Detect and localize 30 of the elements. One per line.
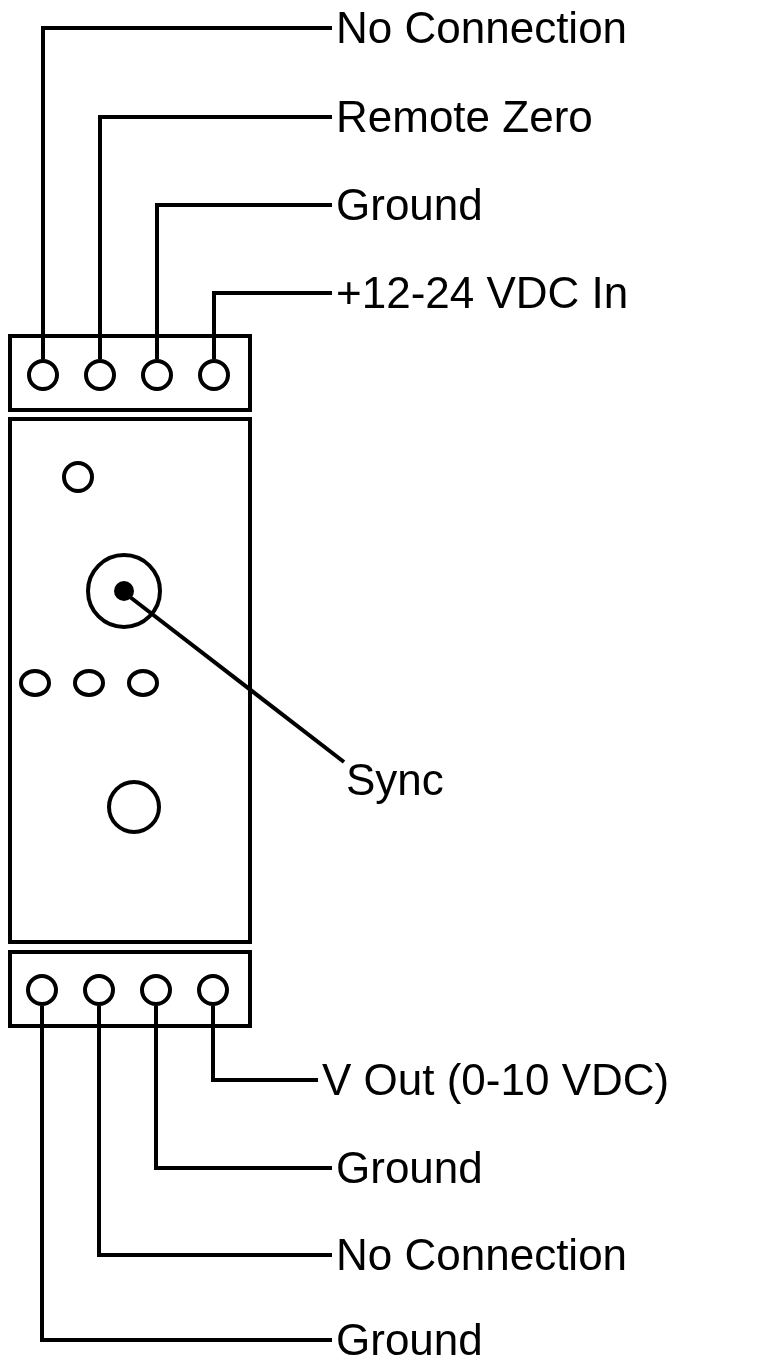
terminal-label: No Connection [336, 1231, 628, 1279]
terminal-label: Ground [336, 181, 483, 229]
leader-line [128, 595, 346, 764]
terminal-label: Sync [346, 756, 444, 804]
screw-terminal [83, 974, 115, 1006]
terminal-block [8, 334, 252, 412]
leader-line [41, 26, 332, 359]
sync-connector [86, 553, 162, 629]
screw-terminal [197, 974, 229, 1006]
terminal-label: Ground [336, 1316, 483, 1364]
terminal-label: Ground [336, 1144, 483, 1192]
leader-line [40, 1006, 332, 1342]
module-housing [8, 417, 252, 944]
terminal-label: V Out (0-10 VDC) [322, 1056, 670, 1104]
screw-terminal [198, 359, 230, 391]
leader-line [155, 203, 332, 359]
screw-terminal [27, 359, 59, 391]
screw-terminal [26, 974, 58, 1006]
leader-line [211, 1006, 318, 1082]
leader-line [97, 1006, 332, 1257]
terminal-label: No Connection [336, 4, 628, 52]
leader-line [212, 291, 332, 359]
leader-line [154, 1006, 332, 1170]
screw-terminal [141, 359, 173, 391]
terminal-label: +12-24 VDC In [336, 269, 629, 317]
screw-terminal [84, 359, 116, 391]
leader-line [98, 115, 332, 359]
terminal-label: Remote Zero [336, 93, 593, 141]
terminal-block [8, 950, 252, 1028]
screw-terminal [140, 974, 172, 1006]
